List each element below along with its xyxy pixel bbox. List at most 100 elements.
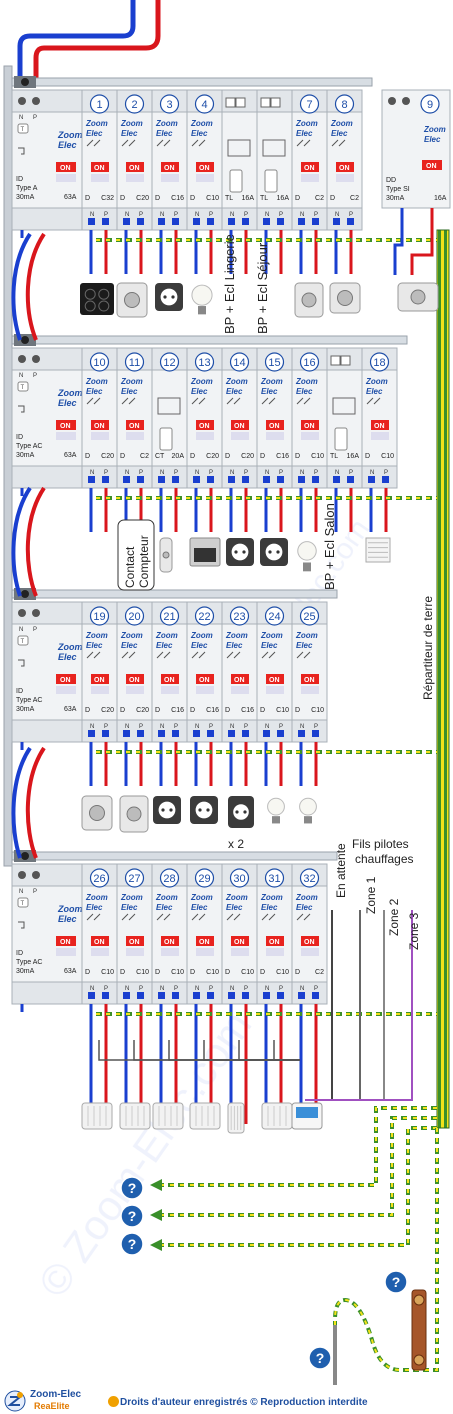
- breaker-curve: D: [120, 707, 125, 714]
- breaker-rating: C10: [136, 969, 149, 976]
- on-label: ON: [60, 423, 71, 430]
- x2-label: x 2: [228, 837, 244, 851]
- neutral-terminal: [158, 730, 165, 737]
- terminal-n-label: N: [230, 724, 234, 730]
- on-label: ON: [129, 939, 140, 946]
- terminal-n-label: N: [195, 724, 199, 730]
- circuit-number: 18: [373, 357, 385, 369]
- din-socket-icon-pin: [235, 810, 239, 814]
- terminal-p-label: P: [174, 212, 178, 218]
- test-button: [17, 897, 29, 908]
- breaker-terminal-bottom: [291, 207, 328, 231]
- socket-icon-pin: [234, 550, 238, 554]
- bp-sejour-label-text: BP + Ecl Séjour: [255, 242, 270, 334]
- bp-salon-label: BP + Ecl Salon: [322, 503, 337, 590]
- breaker-curve: D: [225, 707, 230, 714]
- radiator-icon-body: [81, 1102, 113, 1130]
- on-label: ON: [60, 165, 71, 172]
- on-label: ON: [304, 677, 315, 684]
- rcd-module: [11, 347, 83, 489]
- terminal-screw-icon: [402, 97, 410, 105]
- bulb-glass: [299, 797, 317, 816]
- on-indicator: [56, 420, 76, 430]
- circuit-number-badge: [159, 94, 180, 114]
- toggle-lever: [266, 432, 284, 440]
- circuit-number-badge: [124, 868, 145, 888]
- breaker-symbol-icon: [121, 397, 136, 405]
- help-question-icon[interactable]: ?: [120, 1176, 144, 1200]
- question-circle: [120, 1204, 144, 1228]
- neutral-terminal: [333, 218, 340, 225]
- breaker-curve: D: [225, 453, 230, 460]
- rcd-type-line2: Type AC: [16, 697, 42, 704]
- rcd-test-label: T: [21, 639, 25, 645]
- breaker-curve: D: [190, 707, 195, 714]
- phase-terminal: [312, 476, 319, 483]
- brand-label: Elec: [191, 129, 208, 138]
- copyright-notice: Droits d'auteur enregistrés © Reproducti…: [108, 1396, 368, 1408]
- rcd-test-label: T: [21, 901, 25, 907]
- bulb-glass: [191, 284, 213, 306]
- circuit-number-badge: [124, 94, 145, 114]
- phase-terminal: [207, 218, 214, 225]
- help-question-icon[interactable]: ?: [384, 1270, 408, 1294]
- terminal-p-label: P: [349, 470, 353, 476]
- brand-label: Zoom: [225, 377, 248, 386]
- zoom-elec-logo[interactable]: Zoom-Elec ReaElite: [4, 1388, 84, 1414]
- help-question-icon[interactable]: ?: [308, 1346, 332, 1370]
- on-indicator: [161, 162, 179, 172]
- terminal-n-label: N: [90, 212, 94, 218]
- brand-label: Elec: [261, 387, 278, 396]
- rcd-type-line2: Type A: [16, 185, 38, 192]
- breaker-terminal-bottom: [151, 719, 188, 743]
- cooktop-zone: [98, 300, 110, 312]
- help-question-icon[interactable]: ?: [120, 1204, 144, 1228]
- brand-label: Elec: [191, 387, 208, 396]
- brand-label: Zoom: [260, 377, 283, 386]
- terminal-screw-icon: [32, 871, 40, 879]
- breaker-curve: D: [260, 453, 265, 460]
- bulb-glass: [267, 797, 285, 816]
- radiator-icon: [152, 1102, 184, 1130]
- neutral-terminal: [193, 476, 200, 483]
- breaker-terminal-bottom: [186, 207, 223, 231]
- socket-icon-face: [158, 801, 176, 819]
- breaker-curve: D: [85, 195, 90, 202]
- breaker-terminal-bottom: [151, 981, 188, 1005]
- breaker-symbol-icon: [226, 651, 241, 659]
- terminal-n-label: N: [160, 212, 164, 218]
- rcd-terminal-bottom: [11, 207, 83, 231]
- on-indicator: [126, 162, 144, 172]
- help-question-icon[interactable]: ?: [120, 1232, 144, 1256]
- brand-label: Elec: [331, 129, 348, 138]
- on-indicator: [126, 674, 144, 684]
- interrow-neutral-wire: [11, 232, 32, 341]
- neutral-terminal: [193, 992, 200, 999]
- breaker-rating: C2: [315, 195, 324, 202]
- terminal-screw-icon: [18, 355, 26, 363]
- on-label: ON: [304, 165, 315, 172]
- bulb-icon: [299, 797, 317, 824]
- on-label: ON: [94, 165, 105, 172]
- brand-label: Zoom: [120, 893, 143, 902]
- terminal-n-label: N: [195, 470, 199, 476]
- circuit-number: 8: [341, 99, 347, 111]
- socket-icon-pin: [276, 550, 280, 554]
- si-line3: 30mA: [386, 195, 405, 202]
- interrow-neutral-wire: [11, 746, 32, 859]
- terminal-p-label: P: [209, 212, 213, 218]
- circuit-number-badge: [264, 352, 285, 372]
- breaker-rating: C16: [241, 707, 254, 714]
- dryer-icon-detail: [126, 806, 142, 822]
- toggle-lever: [91, 174, 109, 182]
- breaker-curve: D: [120, 195, 125, 202]
- on-label: ON: [234, 939, 245, 946]
- on-indicator: [161, 936, 179, 946]
